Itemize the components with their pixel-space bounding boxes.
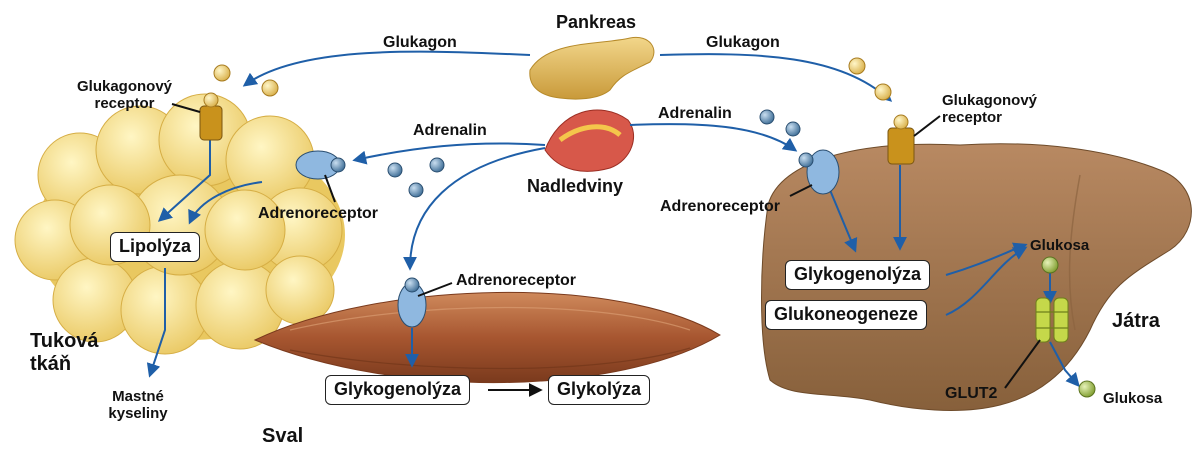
glucose-molecule-bottom [1079, 381, 1095, 397]
label-adrenal-glands: Nadledviny [527, 176, 623, 197]
adipose-tissue [15, 94, 345, 354]
label-adrenaline-left: Adrenalin [413, 122, 487, 140]
box-lipolysis: Lipolýza [110, 232, 200, 262]
label-glucagon-right: Glukagon [706, 34, 780, 52]
leader-ar-muscle [418, 283, 452, 296]
adrenal-gland [545, 110, 634, 171]
label-muscle: Sval [262, 425, 303, 448]
label-glucose-bottom: Glukosa [1103, 390, 1162, 407]
label-glucagon-left: Glukagon [383, 34, 457, 52]
label-adipose-tissue: Tuková tkáň [30, 330, 120, 376]
leader-gr-liver [914, 116, 940, 136]
glucagon-receptor-liver [888, 115, 914, 164]
box-glycogenolysis-muscle: Glykogenolýza [325, 375, 470, 405]
label-glucose-top: Glukosa [1030, 237, 1089, 254]
pancreas [530, 37, 654, 99]
box-gluconeogenesis: Glukoneogeneze [765, 300, 927, 330]
arrow-adrenaline-fat [355, 143, 545, 160]
label-adrenoreceptor-liver: Adrenoreceptor [660, 198, 780, 216]
label-glucagon-receptor-fat: Glukagonový receptor [77, 78, 172, 113]
box-glycogenolysis-liver: Glykogenolýza [785, 260, 930, 290]
label-glut2: GLUT2 [945, 385, 997, 403]
label-liver: Játra [1112, 310, 1160, 333]
adrenoreceptor-muscle-shape [398, 278, 426, 327]
label-fatty-acids: Mastné kyseliny [98, 388, 178, 423]
adrenoreceptor-fat-shape [296, 151, 345, 179]
label-glucagon-receptor-liver: Glukagonový receptor [942, 92, 1042, 127]
label-adrenoreceptor-muscle: Adrenoreceptor [456, 272, 576, 290]
label-pancreas: Pankreas [556, 12, 636, 33]
glucose-molecule-top [1042, 257, 1058, 273]
arrow-adrenaline-liver [630, 124, 795, 150]
label-adrenaline-right: Adrenalin [658, 105, 732, 123]
label-adrenoreceptor-fat: Adrenoreceptor [258, 205, 378, 223]
box-glycolysis: Glykolýza [548, 375, 650, 405]
arrow-glucagon-fat [245, 52, 530, 85]
